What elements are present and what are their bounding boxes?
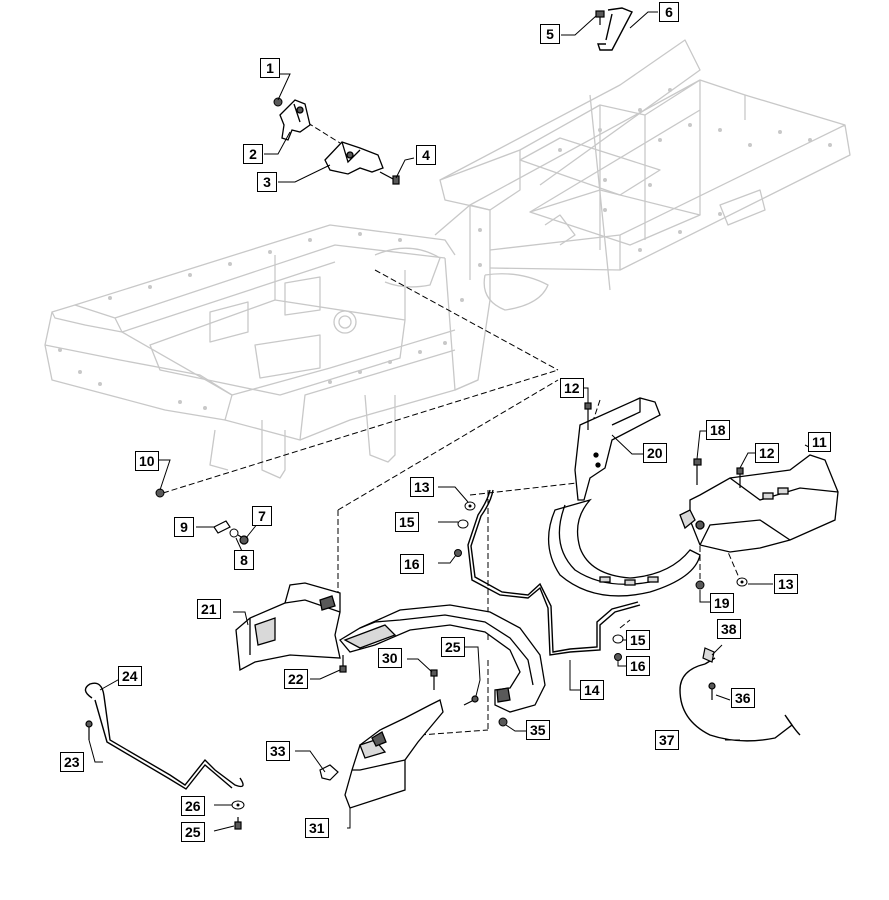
part-30-bolt [430, 669, 438, 690]
part-16-clip-right [614, 653, 622, 661]
part-15-washer-left [457, 519, 469, 529]
leader-lines [88, 11, 816, 832]
part-13-washer-left [464, 501, 476, 511]
part-22-bolt [339, 655, 347, 673]
part-35-nut [498, 717, 508, 727]
callout-30: 30 [378, 648, 402, 668]
part-21-chute-housing [235, 582, 341, 672]
part-4-bolt [379, 171, 400, 185]
callout-25-lower: 25 [181, 822, 205, 842]
callout-9: 9 [174, 517, 194, 537]
callout-7: 7 [252, 506, 272, 526]
part-10-nut [155, 488, 165, 498]
assembly-lines [162, 117, 741, 736]
callout-6: 6 [659, 2, 679, 22]
part-23-screw [85, 720, 93, 740]
callout-1: 1 [260, 58, 280, 78]
part-36-bolt [708, 682, 716, 700]
callout-35: 35 [526, 720, 550, 740]
blade-guard [339, 604, 546, 713]
part-25-screw-upper [463, 695, 479, 706]
callout-15-right: 15 [626, 630, 650, 650]
part-25-screw-lower [234, 817, 242, 830]
part-15-washer-right [612, 634, 624, 644]
part-33-clip [319, 764, 339, 781]
part-13-washer-right [736, 577, 748, 587]
callout-13-left: 13 [410, 477, 434, 497]
chassis-holes [58, 88, 832, 410]
callout-12-right: 12 [755, 443, 779, 463]
callout-4: 4 [416, 145, 436, 165]
callout-20: 20 [643, 443, 667, 463]
part-7-bolt [237, 534, 249, 545]
callout-2: 2 [243, 144, 263, 164]
callout-31: 31 [305, 818, 329, 838]
part-6-hook-pin [597, 7, 633, 51]
callout-10: 10 [135, 451, 159, 471]
part-24-wire-rod [84, 682, 244, 790]
part-8-washer [229, 528, 239, 538]
callout-38: 38 [717, 619, 741, 639]
part-11-deflector-housing [679, 454, 839, 553]
callout-14: 14 [580, 680, 604, 700]
callout-13-right: 13 [774, 574, 798, 594]
part-20-arm-bracket [574, 397, 661, 501]
part-31-discharge-flap [344, 699, 444, 809]
callout-12-upper: 12 [560, 378, 584, 398]
callout-25-upper: 25 [441, 637, 465, 657]
part-5-bolt [595, 10, 605, 25]
callout-16-right: 16 [626, 656, 650, 676]
callout-26: 26 [181, 796, 205, 816]
callout-36: 36 [731, 688, 755, 708]
callout-19: 19 [710, 593, 734, 613]
part-19-nut [695, 580, 705, 590]
discharge-disc [547, 498, 701, 597]
callout-5: 5 [540, 24, 560, 44]
part-3-lever-plate [324, 141, 384, 175]
part-18-bolt [693, 458, 702, 485]
callout-15-left: 15 [395, 512, 419, 532]
part-14-control-rod [467, 489, 641, 656]
callout-33: 33 [266, 741, 290, 761]
callout-8: 8 [234, 550, 254, 570]
callout-21: 21 [197, 599, 221, 619]
callout-24: 24 [118, 666, 142, 686]
callout-3: 3 [257, 172, 277, 192]
callout-18: 18 [706, 420, 730, 440]
callout-37: 37 [655, 730, 679, 750]
callout-11: 11 [808, 432, 831, 452]
part-2-bracket [279, 99, 311, 141]
part-26-washer [231, 800, 245, 810]
callout-23: 23 [60, 752, 84, 772]
part-1-nut [273, 97, 283, 107]
part-9-pin [213, 520, 231, 534]
callout-22: 22 [284, 669, 308, 689]
chassis-frame [44, 39, 851, 479]
part-16-clip-left [454, 549, 462, 557]
callout-16-left: 16 [400, 554, 424, 574]
part-38-bolt [702, 647, 715, 663]
